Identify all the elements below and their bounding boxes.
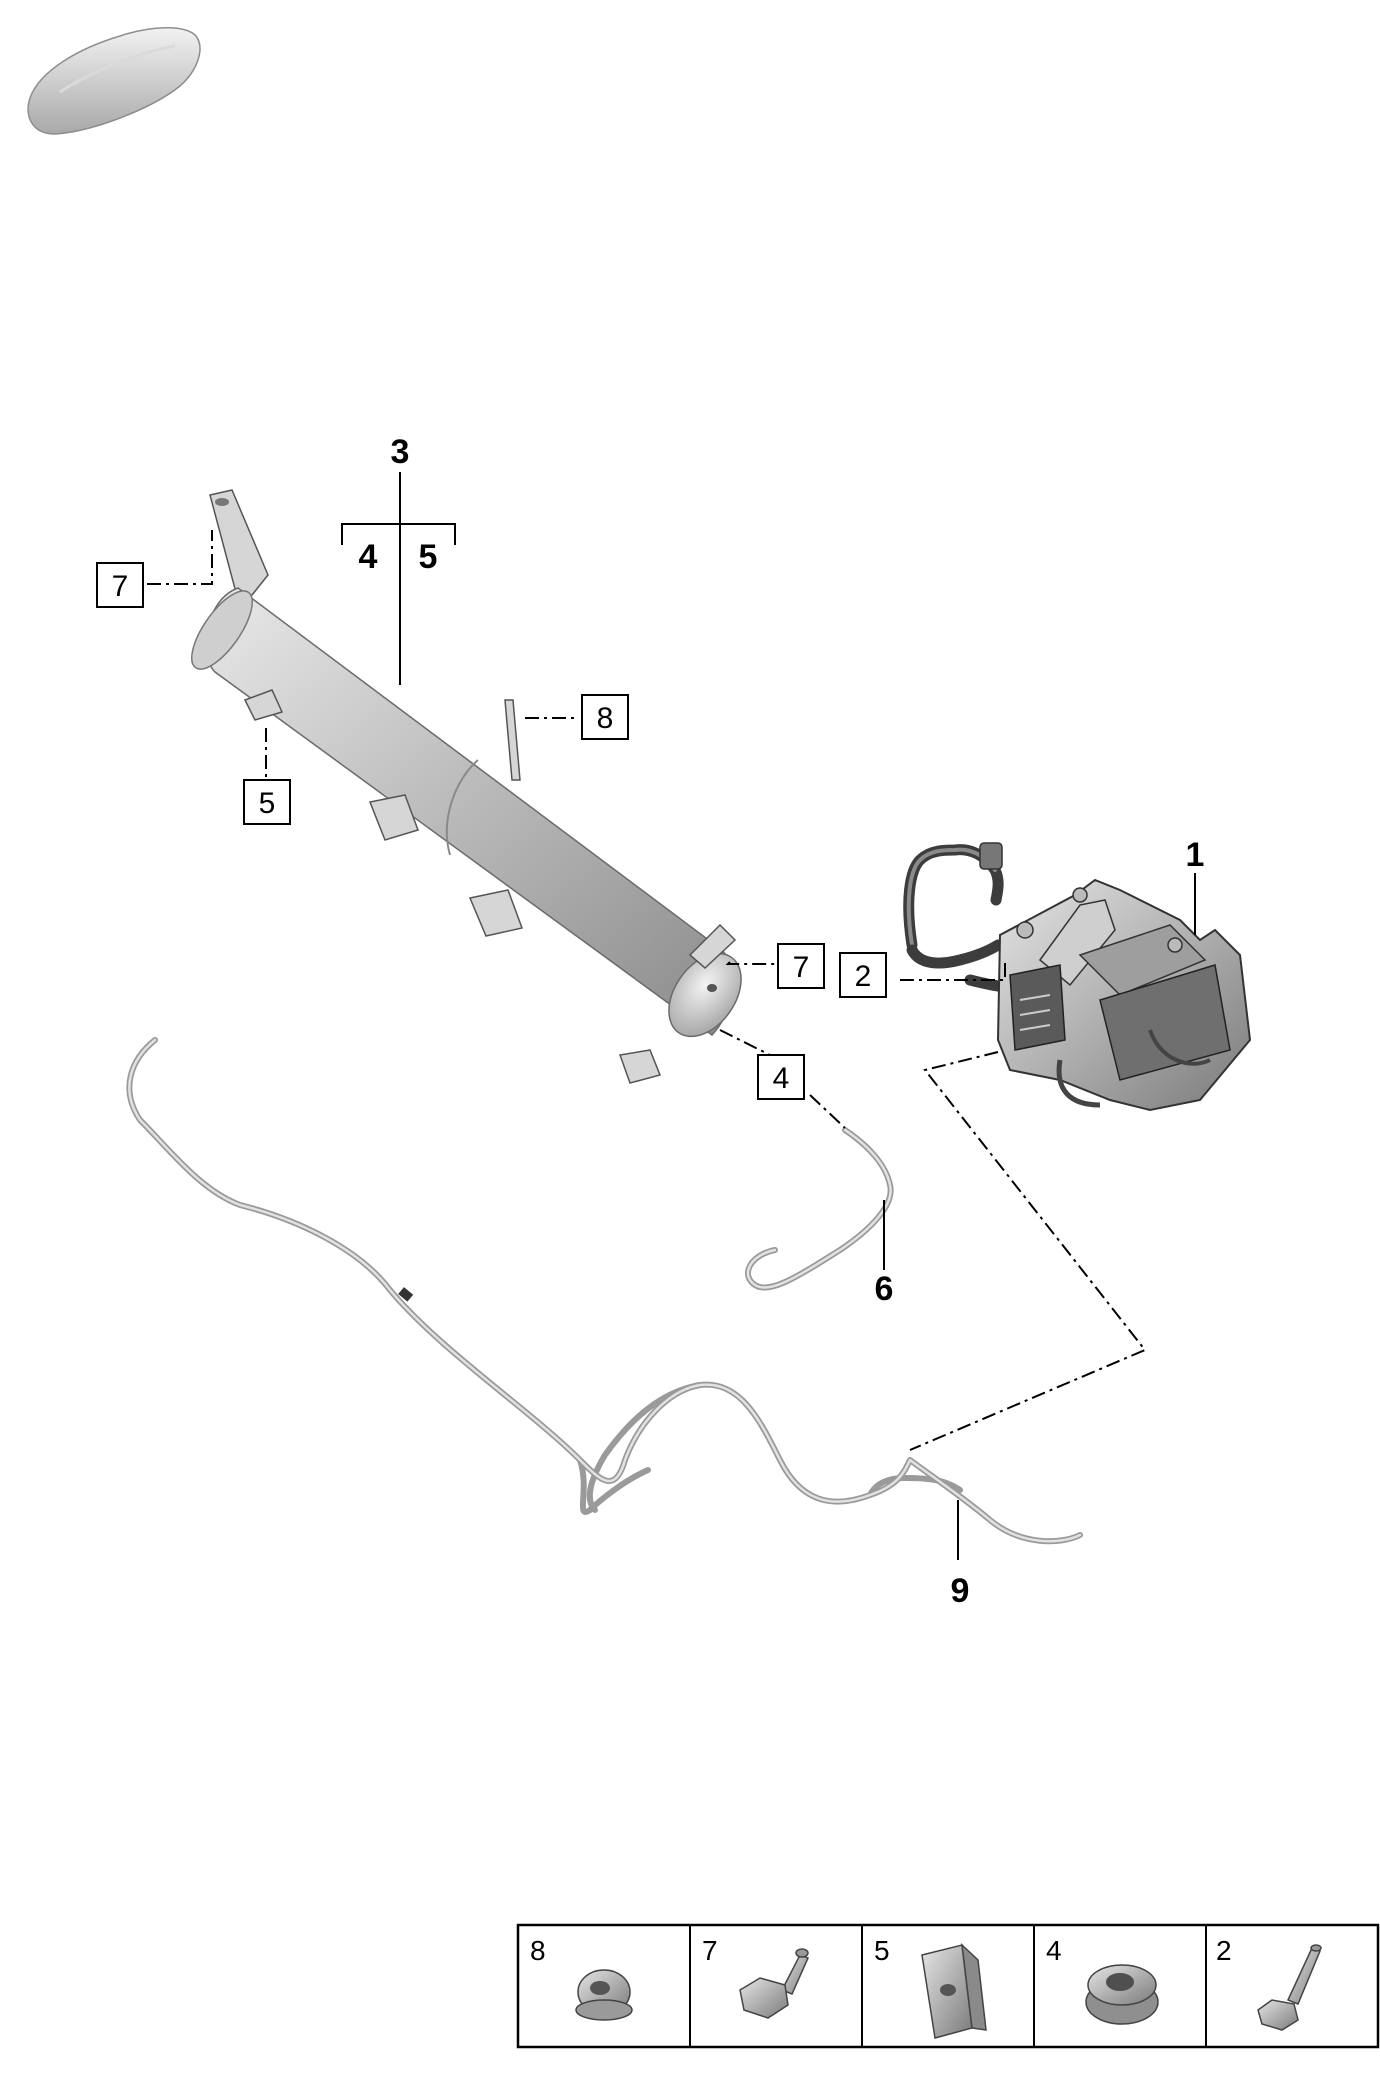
callout-9: 9 <box>951 1572 970 1610</box>
vehicle-thumbnail-icon <box>27 27 201 135</box>
table-cell-number: 4 <box>1046 1935 1062 1966</box>
hex-bolt-icon <box>739 1948 810 2019</box>
boxed-label-7-right: 7 <box>777 943 825 989</box>
svg-text:7: 7 <box>793 951 810 984</box>
table-cell-number: 7 <box>702 1935 718 1966</box>
svg-text:7: 7 <box>112 570 129 603</box>
boxed-label-4: 4 <box>757 1054 805 1100</box>
callout-3: 3 <box>391 433 410 471</box>
svg-text:4: 4 <box>773 1062 790 1095</box>
svg-text:2: 2 <box>855 960 872 993</box>
bolt-icon <box>1257 1944 1322 2031</box>
pump-unit-1 <box>996 878 1252 1112</box>
callout-6: 6 <box>875 1270 894 1308</box>
tank-cylinder-3 <box>191 489 742 1084</box>
callout-1: 1 <box>1186 836 1205 874</box>
flange-nut-icon <box>575 1969 633 2021</box>
callout-3-sub-4: 4 <box>359 538 378 576</box>
boxed-label-7-left: 7 <box>96 562 144 608</box>
boxed-label-8: 8 <box>581 694 629 740</box>
table-cell-number: 2 <box>1216 1935 1232 1966</box>
callout-3-sub-5: 5 <box>419 538 438 576</box>
boxed-label-5: 5 <box>243 779 291 825</box>
clip-nut-icon <box>921 1943 987 2039</box>
hardware-table: 8 7 5 4 2 <box>516 1923 1380 2049</box>
svg-text:5: 5 <box>259 787 276 820</box>
table-cell-number: 8 <box>530 1935 546 1966</box>
boxed-label-2: 2 <box>839 952 887 998</box>
table-cell-number: 5 <box>874 1935 890 1966</box>
collar-nut-icon <box>1085 1964 1159 2025</box>
pipe-line-6 <box>744 1127 894 1291</box>
svg-text:8: 8 <box>597 702 614 735</box>
pipe-line-9 <box>126 1037 1083 1545</box>
